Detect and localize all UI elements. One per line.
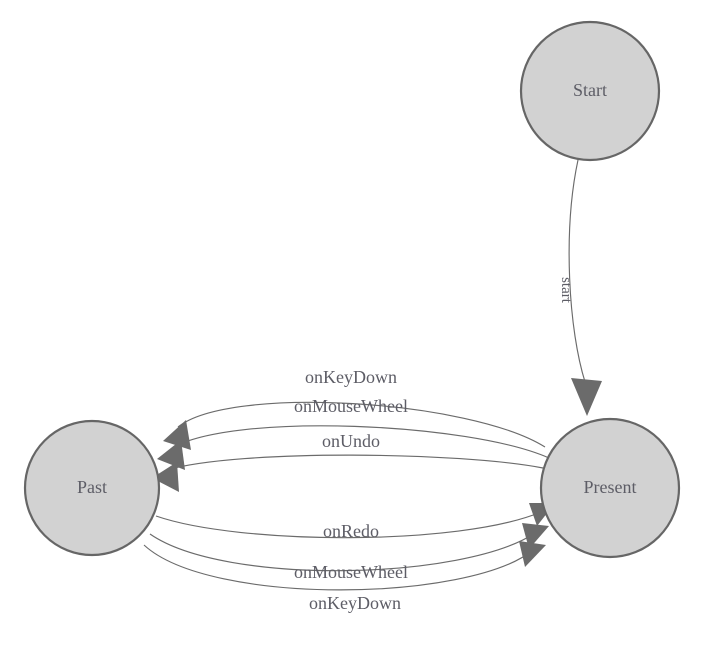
edge-start-path bbox=[568, 159, 587, 386]
edge-wheel-down-label: onMouseWheel bbox=[294, 562, 408, 582]
edge-wheel-down[interactable]: onMouseWheel bbox=[149, 523, 549, 582]
edge-keydown-up-path bbox=[177, 401, 546, 448]
edge-start[interactable]: start bbox=[558, 159, 602, 416]
edge-wheel-down-path bbox=[149, 532, 536, 572]
edge-keydown-down-arrowhead bbox=[519, 541, 546, 567]
edge-keydown-up-label: onKeyDown bbox=[305, 367, 397, 387]
node-present[interactable]: Present bbox=[539, 417, 681, 559]
edge-start-arrowhead bbox=[571, 378, 602, 416]
node-present-label: Present bbox=[584, 477, 637, 497]
node-past[interactable]: Past bbox=[23, 419, 161, 557]
edge-wheel-up-label: onMouseWheel bbox=[294, 396, 408, 416]
edge-undo[interactable]: onUndo bbox=[152, 431, 544, 492]
edge-wheel-up-path bbox=[171, 425, 550, 459]
edge-redo-label: onRedo bbox=[323, 521, 379, 541]
edge-wheel-up[interactable]: onMouseWheel bbox=[157, 396, 550, 470]
node-start-label: Start bbox=[573, 80, 607, 100]
edge-undo-label: onUndo bbox=[322, 431, 380, 451]
edge-undo-path bbox=[166, 454, 544, 471]
edge-wheel-up-arrowhead bbox=[157, 440, 185, 470]
edge-redo-path bbox=[155, 511, 542, 539]
edge-keydown-down[interactable]: onKeyDown bbox=[143, 541, 546, 613]
edge-undo-arrowhead bbox=[152, 462, 179, 492]
node-present-circle bbox=[539, 417, 681, 559]
edge-keydown-down-label: onKeyDown bbox=[309, 593, 401, 613]
node-start[interactable]: Start bbox=[519, 20, 661, 162]
edge-keydown-down-path bbox=[143, 544, 534, 591]
edge-start-label: start bbox=[558, 277, 574, 304]
node-past-label: Past bbox=[77, 477, 107, 497]
node-start-circle bbox=[519, 20, 661, 162]
edge-redo[interactable]: onRedo bbox=[155, 503, 555, 541]
node-past-circle bbox=[23, 419, 161, 557]
